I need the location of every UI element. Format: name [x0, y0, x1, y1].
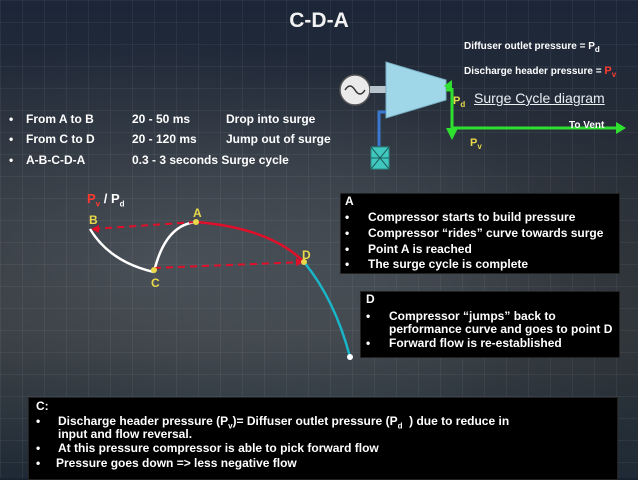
box-a-item: •The surge cycle is complete: [345, 257, 529, 271]
box-a-heading: A: [345, 194, 354, 208]
point-d: [301, 259, 307, 265]
diffuser-label: Diffuser outlet pressure =: [464, 41, 589, 52]
timing-row-2: • From C to D 20 - 120 ms Jump out of surge: [9, 132, 331, 146]
box-a-item-text: The surge cycle is complete: [368, 257, 529, 271]
box-c-item: •Discharge header pressure (Pv)= Diffuse…: [36, 414, 510, 431]
ylabel-pd: P: [110, 191, 120, 206]
box-d-item-text: Compressor “jumps” back to: [389, 309, 556, 323]
bullet: •: [9, 153, 14, 167]
box-c-item-cont: input and flow reversal.: [36, 427, 192, 441]
bullet: •: [9, 112, 14, 126]
point-label-a: A: [193, 206, 202, 220]
box-a-item: •Compressor “rides” curve towards surge: [345, 226, 604, 240]
valve-cross: [370, 146, 390, 170]
box-c-text: At this pressure compressor is able to p…: [58, 441, 379, 455]
box-a-item-text: Compressor “rides” curve towards surge: [368, 226, 604, 240]
curve-b-to-c: [88, 228, 155, 274]
diffuser-symbol: P: [588, 41, 595, 52]
discharge-pressure-legend: Discharge header pressure = Pv: [464, 65, 616, 79]
box-d-item-cont: performance curve and goes to point D: [366, 322, 612, 336]
timing-event: Jump out of surge: [226, 132, 331, 146]
recycle-pipe: [377, 110, 386, 146]
ylabel-pv-sub: v: [95, 199, 101, 209]
arrow-d-icon: [296, 258, 304, 266]
ylabel-pd-sub: d: [119, 199, 125, 209]
diffuser-subscript: d: [594, 45, 600, 54]
page-title: C-D-A: [289, 9, 349, 32]
pipe-arrow-left: [444, 80, 452, 92]
surge-cycle-link[interactable]: Surge Cycle diagram: [474, 90, 605, 106]
box-c-sub: v: [228, 421, 233, 431]
curve-c-to-a: [152, 220, 197, 273]
bullet: •: [9, 132, 14, 146]
vent-arrow-icon: [616, 122, 626, 134]
box-c-sub: d: [397, 421, 403, 431]
point-label-d: D: [302, 248, 311, 262]
box-a-item: •Point A is reached: [345, 242, 472, 256]
dashed-a-to-b: [91, 221, 197, 230]
box-c-text: )= Diffuser outlet pressure (P: [232, 414, 398, 428]
box-c-text: Pressure goes down => less negative flow: [56, 456, 297, 470]
box-c-item: •At this pressure compressor is able to …: [36, 441, 379, 455]
pipe-arrow-down: [446, 128, 458, 140]
timing-row-3: • A-B-C-D-A 0.3 - 3 seconds Surge cycle: [9, 153, 289, 167]
point-label-c: C: [151, 276, 160, 290]
compressor-icon: [385, 61, 447, 119]
pd-subscript: d: [460, 100, 466, 110]
shaft: [370, 86, 386, 93]
box-c-text: ) due to reduce in: [402, 414, 510, 428]
timing-row-1: • From A to B 20 - 50 ms Drop into surge: [9, 112, 315, 126]
timing-event: Surge cycle: [221, 153, 289, 167]
discharge-symbol: P: [604, 65, 612, 77]
pd-label: Pd: [453, 95, 465, 109]
pv-label: Pv: [470, 137, 482, 151]
timing-duration: 20 - 50 ms: [132, 112, 191, 126]
discharge-label: Discharge header pressure =: [464, 66, 605, 77]
ylabel-pv: P: [87, 191, 96, 206]
box-d-heading: D: [366, 292, 375, 306]
diffuser-pressure-legend: Diffuser outlet pressure = Pd: [464, 41, 600, 54]
box-c-text: Discharge header pressure (P: [58, 414, 229, 428]
box-d-item: •Forward flow is re-established: [366, 336, 562, 350]
point-label-b: B: [89, 213, 98, 227]
motor-sine-icon: [344, 85, 366, 95]
pd-symbol: P: [453, 95, 461, 107]
box-c-heading: C:: [36, 399, 49, 413]
curve-end-point: [347, 354, 353, 360]
box-a-item-text: Compressor starts to build pressure: [368, 210, 576, 224]
box-a-item-text: Point A is reached: [368, 242, 472, 256]
performance-curve-red: [195, 220, 305, 263]
box-c: [28, 397, 618, 480]
point-a: [193, 219, 199, 225]
performance-curve-teal: [303, 261, 352, 358]
ylabel-sep: /: [100, 191, 111, 206]
box-d-item: •Compressor “jumps” back to: [366, 309, 556, 323]
timing-phase: From A to B: [26, 112, 94, 126]
timing-phase: A-B-C-D-A: [26, 153, 86, 167]
arrow-b-icon: [91, 225, 99, 233]
pv-symbol: P: [470, 137, 478, 149]
pv-subscript: v: [477, 142, 482, 152]
timing-duration: 20 - 120 ms: [132, 132, 197, 146]
box-a: [340, 193, 620, 274]
box-c-item: •Pressure goes down => less negative flo…: [36, 456, 297, 470]
timing-event: Drop into surge: [226, 112, 316, 126]
vent-label: To Vent: [569, 120, 605, 131]
timing-duration: 0.3 - 3 seconds: [132, 153, 219, 167]
chart-y-label: Pv / Pd: [87, 191, 125, 209]
box-d: [360, 291, 620, 358]
box-d-item-text: Forward flow is re-established: [389, 336, 562, 350]
discharge-subscript: v: [611, 70, 617, 79]
timing-phase: From C to D: [26, 132, 95, 146]
point-c: [151, 267, 157, 273]
box-a-item: •Compressor starts to build pressure: [345, 210, 576, 224]
dashed-c-to-d: [153, 261, 305, 269]
box-d-item-text: performance curve and goes to point D: [389, 322, 613, 336]
box-c-text: input and flow reversal.: [58, 427, 193, 441]
